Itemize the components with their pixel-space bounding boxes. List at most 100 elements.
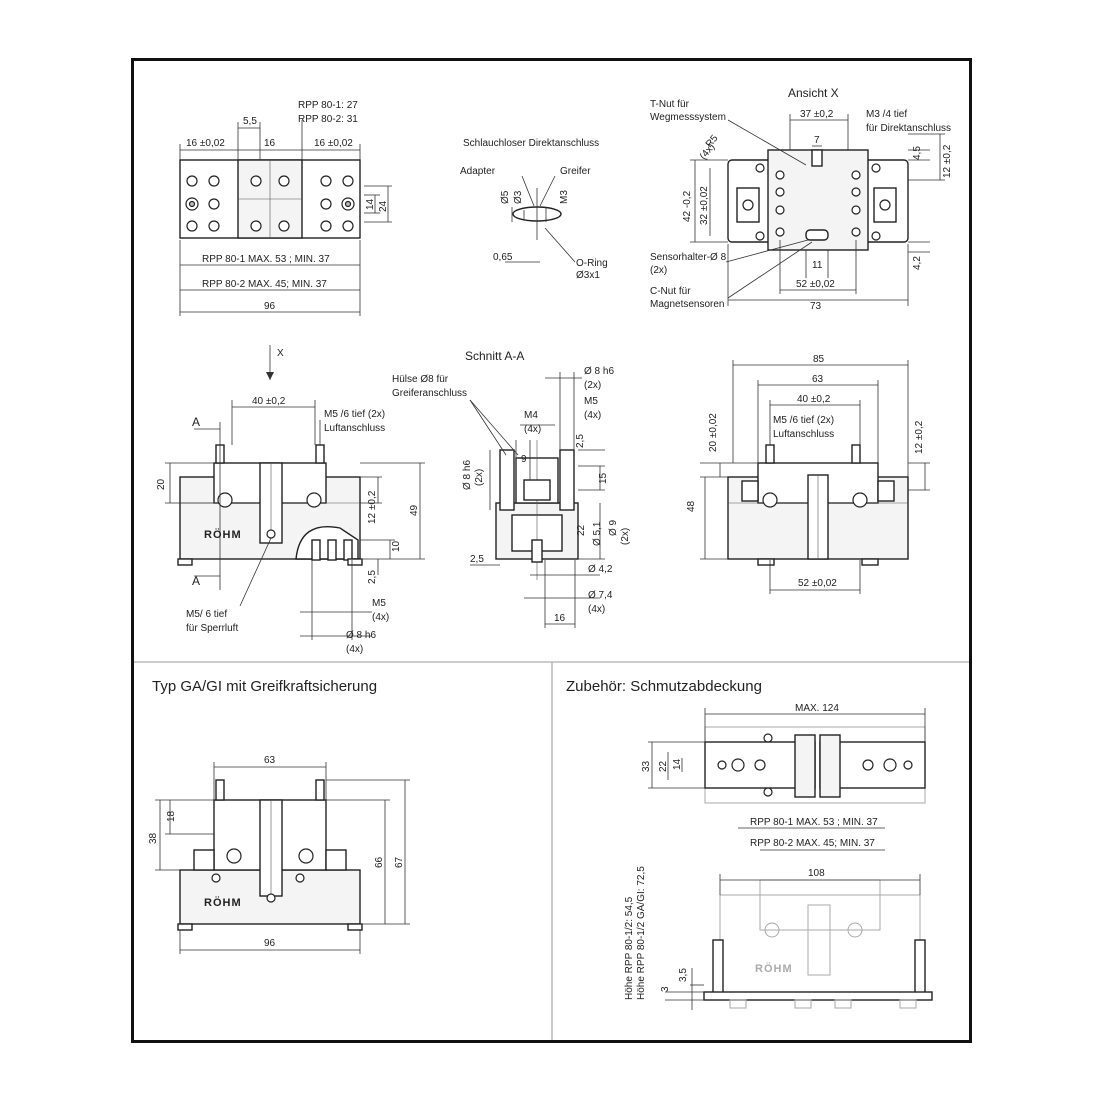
pin-d8-count: (2x)	[584, 380, 601, 391]
dim-2-5-bottom: 2,5	[470, 554, 484, 565]
dim-96: 96	[264, 938, 276, 949]
dim-66: 66	[374, 856, 385, 868]
roehm-logo-ghost: RÖHM	[755, 962, 793, 975]
dim-3: 3	[660, 986, 671, 992]
side-pin-d8-label: Ø 8 h6	[462, 460, 473, 490]
m3-label-1: M3 /4 tief	[866, 109, 907, 120]
side-view-dimensions	[700, 360, 930, 594]
dim-22: 22	[658, 760, 669, 772]
top-view-dimensions	[179, 120, 392, 316]
view-x-arrow-label: X	[277, 348, 284, 359]
dim-85: 85	[813, 354, 825, 365]
d8-count: (4x)	[346, 644, 363, 655]
front-view-gripper	[177, 345, 363, 590]
dim-18: 18	[166, 810, 177, 822]
cnut-label-1: C-Nut für	[650, 286, 691, 297]
dim-96: 96	[264, 301, 276, 312]
m4-count: (4x)	[524, 424, 541, 435]
dim-3-5: 3,5	[678, 968, 689, 982]
oring-size: Ø3x1	[576, 270, 600, 281]
dim-2-5: 2,5	[367, 570, 378, 584]
dim-d7-4-count: (4x)	[588, 604, 605, 615]
section-a-top: A	[192, 415, 200, 429]
dim-12-02: 12 ±0,2	[367, 490, 378, 524]
view-x-gripper	[727, 149, 909, 251]
air-port-label-2: Luftanschluss	[324, 423, 385, 434]
height-ga-gi: Höhe RPP 80-1/2 GA/GI: 72,5	[636, 866, 647, 1000]
dim-52: 52 ±0,02	[796, 279, 835, 290]
front-view-dimensions	[165, 400, 425, 640]
dust-cover-front-dimensions	[665, 874, 921, 1010]
adapter-label: Adapter	[460, 166, 496, 177]
dim-24: 24	[378, 200, 389, 212]
dim-d5-1: Ø 5,1	[592, 521, 603, 546]
direct-connection-detail	[505, 175, 576, 263]
dim-20: 20	[156, 478, 167, 490]
roehm-logo: RÖHM	[204, 896, 242, 909]
dim-12-02: 12 ±0,2	[914, 420, 925, 454]
m5-label: M5	[584, 396, 598, 407]
dust-cover-top-dimensions	[648, 708, 926, 851]
rpp2-stroke: RPP 80-2 MAX. 45; MIN. 37	[750, 838, 875, 849]
dim-d5: Ø5	[500, 190, 511, 204]
ga-gi-gripper	[177, 779, 363, 931]
dim-14: 14	[365, 198, 376, 210]
pin-d8-label: Ø 8 h6	[584, 366, 614, 377]
dim-16: 16	[554, 613, 566, 624]
view-x-dimensions	[690, 114, 945, 306]
cnut-label-2: Magnetsensoren	[650, 299, 725, 310]
section-a-bottom: A	[192, 574, 200, 588]
sealing-air-label-2: für Sperrluft	[186, 623, 238, 634]
dim-0-65: 0,65	[493, 252, 513, 263]
tnut-label-1: T-Nut für	[650, 99, 690, 110]
dim-5-5: 5,5	[243, 116, 257, 127]
dim-14: 14	[672, 758, 683, 770]
dim-52: 52 ±0,02	[798, 578, 837, 589]
roehm-logo: RÖHM	[204, 528, 242, 541]
height-standard: Höhe RPP 80-1/2: 54,5	[624, 896, 635, 1000]
drawing-frame	[131, 58, 972, 1043]
m5-count: (4x)	[584, 410, 601, 421]
dust-cover-front-view	[703, 879, 933, 1009]
side-view-gripper	[727, 444, 909, 566]
dim-2-5-top: 2,5	[575, 434, 586, 448]
dim-rpp2-stroke: RPP 80-2 MAX. 45; MIN. 37	[202, 279, 327, 290]
sensor-label-1: Sensorhalter-Ø 8	[650, 252, 727, 263]
air-port-label-2: Luftanschluss	[773, 429, 834, 440]
greifer-label: Greifer	[560, 166, 591, 177]
air-port-label-1: M5 /6 tief (2x)	[324, 409, 385, 420]
m5-label: M5	[372, 598, 386, 609]
dust-cover-top-view	[704, 726, 926, 804]
section-aa-dimensions	[469, 372, 605, 628]
dim-16-002-left: 16 ±0,02	[186, 138, 225, 149]
air-port-label-1: M5 /6 tief (2x)	[773, 415, 834, 426]
dim-108: 108	[808, 868, 825, 879]
dim-48: 48	[686, 500, 697, 512]
dim-rpp1-stroke: RPP 80-1 MAX. 53 ; MIN. 37	[202, 254, 330, 265]
dim-49: 49	[409, 504, 420, 516]
dim-d9: Ø 9	[608, 519, 619, 536]
m4-label: M4	[524, 410, 538, 421]
dim-max-124: MAX. 124	[795, 703, 839, 714]
dim-33: 33	[641, 760, 652, 772]
sealing-air-label-1: M5/ 6 tief	[186, 609, 227, 620]
dim-7: 7	[814, 135, 820, 146]
dim-m3: M3	[559, 190, 570, 204]
section-aa	[495, 440, 579, 580]
dim-37: 37 ±0,2	[800, 109, 834, 120]
dim-16: 16	[264, 138, 276, 149]
sensor-label-2: (2x)	[650, 265, 667, 276]
dim-40: 40 ±0,2	[797, 394, 831, 405]
d8-label: Ø 8 h6	[346, 630, 376, 641]
dim-rpp1-27: RPP 80-1: 27	[298, 100, 358, 111]
dim-73: 73	[810, 301, 822, 312]
dim-9: 9	[521, 454, 527, 465]
dim-d3: Ø3	[513, 190, 524, 204]
dim-10: 10	[391, 540, 402, 552]
dim-12-02: 12 ±0,2	[942, 144, 953, 178]
dim-16-002-right: 16 ±0,02	[314, 138, 353, 149]
sleeve-label-2: Greiferanschluss	[392, 388, 467, 399]
dim-67: 67	[394, 856, 405, 868]
dim-32: 32 ±0,02	[699, 186, 710, 225]
